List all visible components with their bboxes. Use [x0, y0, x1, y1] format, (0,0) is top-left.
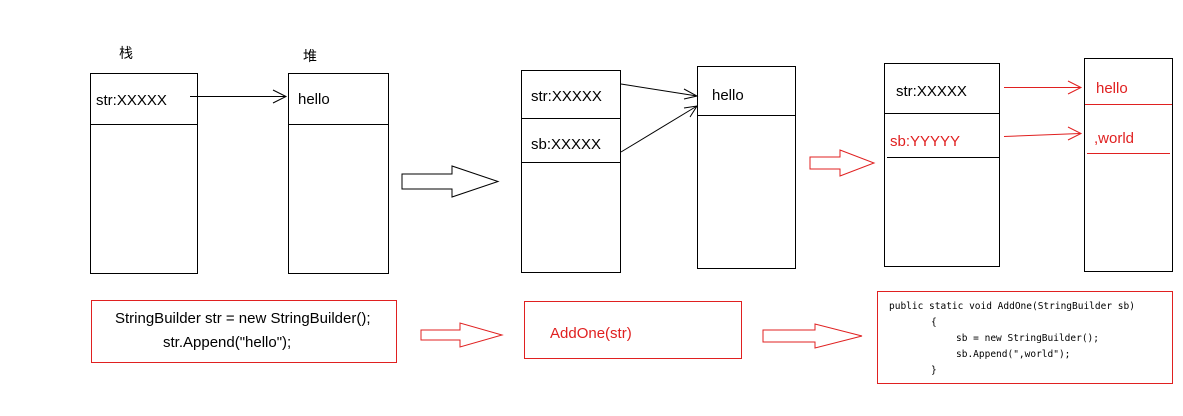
code-new-sb: sb = new StringBuilder();: [956, 333, 1099, 344]
reference-arrow-str-2: [620, 83, 699, 100]
transition-arrow-red-2: [420, 322, 504, 348]
code-box-2: [524, 301, 742, 359]
stack-cell-str: str:XXXXX: [96, 92, 167, 109]
code-box-1: [91, 300, 397, 363]
heap-label: 堆: [303, 49, 317, 65]
stack-box-3: [884, 63, 1000, 267]
heap-cell-hello: hello: [298, 91, 330, 108]
stack-label: 栈: [119, 46, 133, 62]
reference-arrow-sb-2: [620, 105, 699, 153]
heap-box-3: [1084, 58, 1173, 272]
reference-arrow-sb-3: [1003, 126, 1083, 141]
stack-cell-sb-3: sb:YYYYY: [890, 133, 960, 150]
heap-box-1: [288, 73, 389, 274]
code-open-brace: {: [931, 317, 937, 328]
reference-arrow-str-3: [1004, 80, 1083, 95]
reference-arrow-1: [190, 89, 288, 104]
stack-box-1: [90, 73, 198, 274]
code-close-brace: }: [931, 365, 937, 376]
heap-cell-world-3: ,world: [1094, 130, 1134, 147]
code-append-world: sb.Append(",world");: [956, 349, 1070, 360]
stack-cell-str-2: str:XXXXX: [531, 88, 602, 105]
stack-box-2: [521, 70, 621, 273]
transition-arrow-red-1: [809, 149, 876, 177]
stack-cell-str-3: str:XXXXX: [896, 83, 967, 100]
code-line-1: StringBuilder str = new StringBuilder();: [115, 310, 371, 327]
code-line-2: str.Append("hello");: [163, 334, 291, 351]
code-signature: public static void AddOne(StringBuilder …: [889, 301, 1135, 312]
heap-cell-hello-2: hello: [712, 87, 744, 104]
heap-box-2: [697, 66, 796, 269]
transition-arrow-black: [401, 165, 500, 198]
call-text: AddOne(str): [550, 325, 632, 342]
stack-cell-sb-2: sb:XXXXX: [531, 136, 601, 153]
heap-cell-hello-3: hello: [1096, 80, 1128, 97]
transition-arrow-red-3: [762, 323, 863, 349]
code-box-3: [877, 291, 1173, 384]
